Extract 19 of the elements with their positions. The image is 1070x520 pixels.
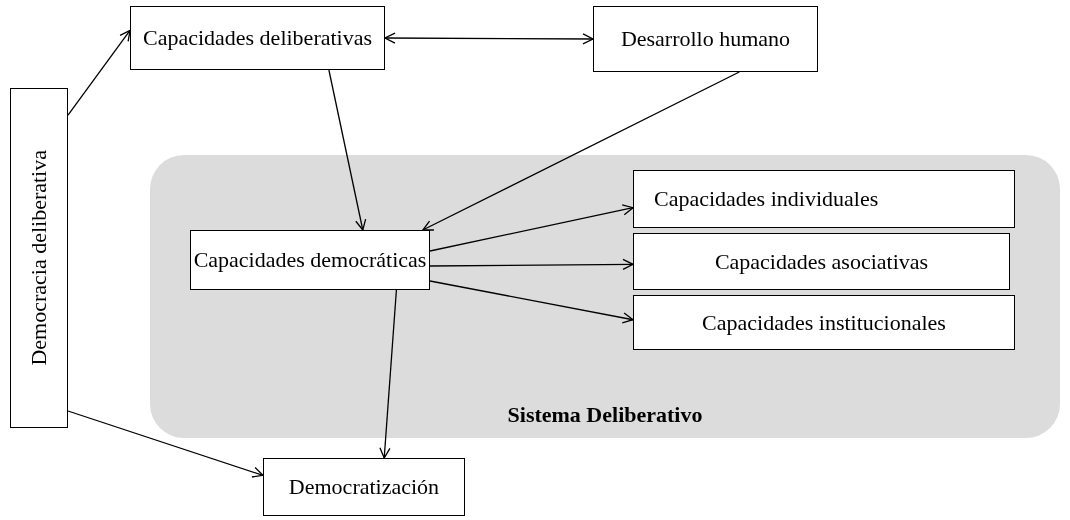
- arrow: [67, 29, 131, 116]
- region-title: Sistema Deliberativo: [507, 402, 703, 428]
- concept-box: Democracia deliberativa: [10, 88, 68, 428]
- arrow: [384, 32, 594, 45]
- concept-box: Desarrollo humano: [593, 6, 818, 72]
- arrow: [422, 71, 740, 231]
- concept-box: Capacidades individuales: [633, 170, 1015, 228]
- arrow: [67, 410, 264, 478]
- arrow: [429, 280, 634, 324]
- concept-box: Capacidades institucionales: [633, 295, 1015, 350]
- concept-box: Capacidades asociativas: [633, 233, 1010, 290]
- arrow: [379, 289, 398, 459]
- concept-box: Capacidades deliberativas: [130, 6, 385, 70]
- arrow: [429, 258, 634, 271]
- system-region: [150, 155, 1060, 438]
- arrow: [328, 69, 367, 231]
- arrow: [429, 204, 634, 252]
- concept-box: Democratización: [263, 458, 465, 516]
- concept-box: Capacidades democráticas: [190, 230, 430, 290]
